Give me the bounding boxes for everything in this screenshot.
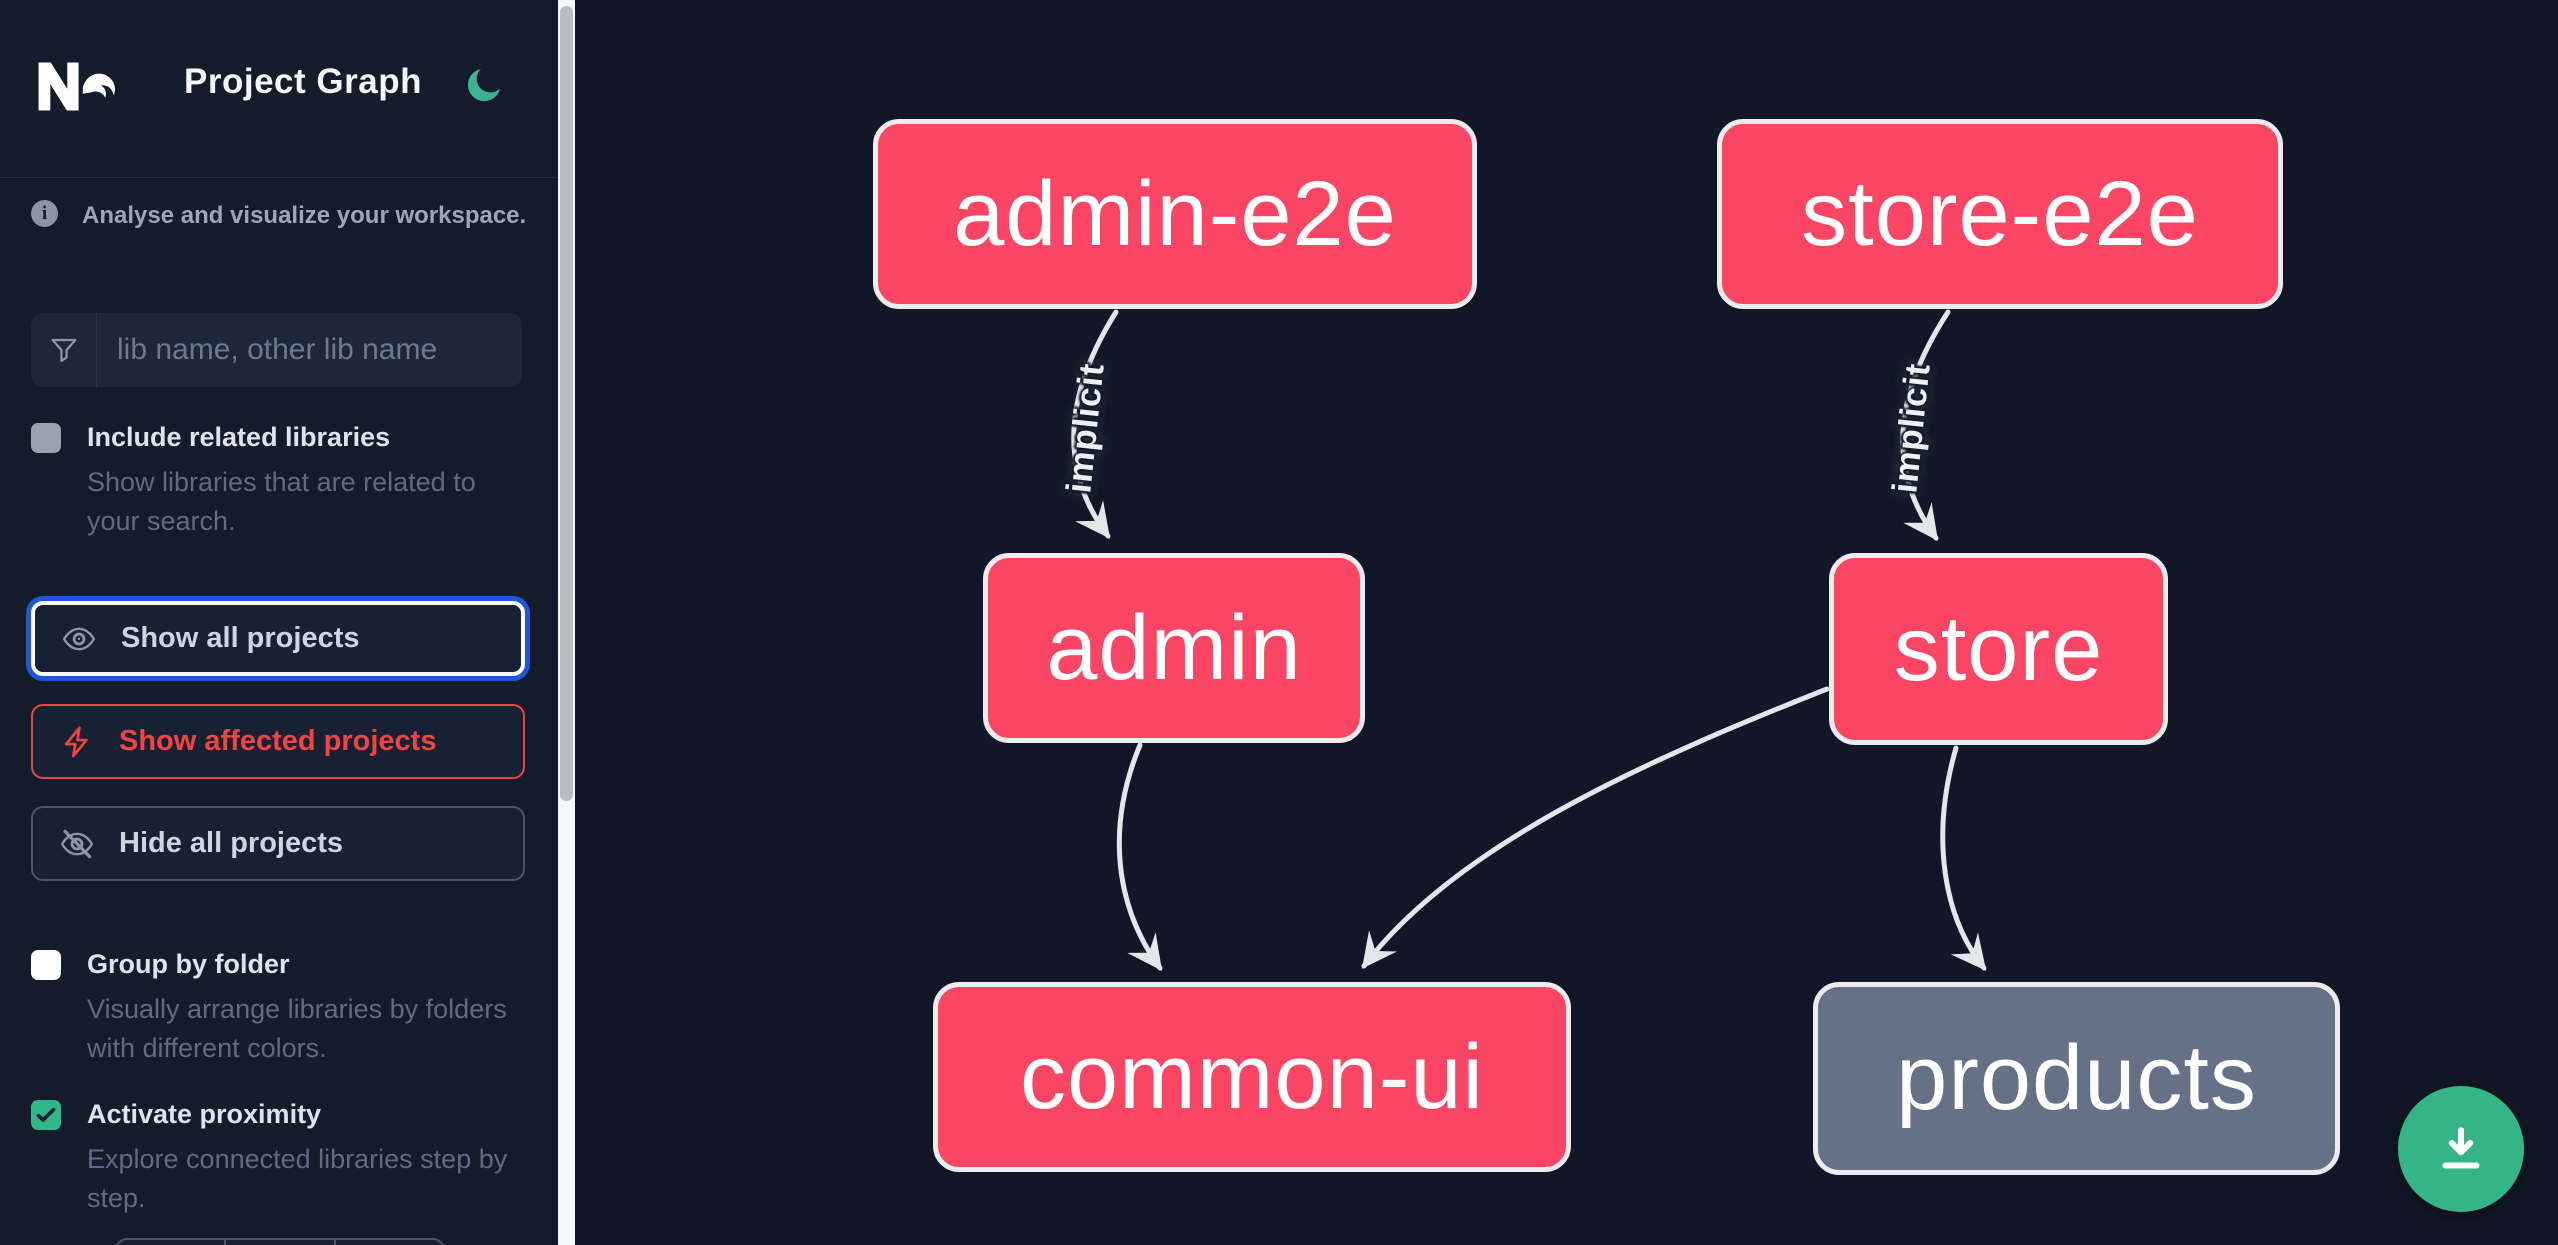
node-label: admin-e2e xyxy=(953,162,1397,265)
show-affected-projects-button[interactable]: Show affected projects xyxy=(31,704,525,779)
node-label: products xyxy=(1896,1027,2257,1129)
check-icon xyxy=(36,1107,56,1122)
sidebar-scrollbar-track[interactable] xyxy=(558,0,575,1245)
edge-store-to-common-ui xyxy=(1361,686,1830,969)
search-input[interactable] xyxy=(97,313,523,387)
checkbox-include-related[interactable] xyxy=(31,423,61,453)
info-icon: i xyxy=(31,200,58,227)
node-label: common-ui xyxy=(1019,1025,1484,1128)
edge-admin-to-common-ui xyxy=(1116,742,1163,971)
graph-node-admin[interactable]: admin xyxy=(983,553,1365,743)
node-label: store xyxy=(1893,597,2104,700)
edge-admin-e2e-to-admin xyxy=(1071,309,1119,539)
button-label: Show affected projects xyxy=(119,725,437,757)
edge-store-to-products xyxy=(1940,745,1987,971)
option-activate-proximity: Activate proximity Explore connected lib… xyxy=(31,1098,531,1218)
graph-node-admin-e2e[interactable]: admin-e2e xyxy=(873,119,1477,309)
stepper-decrement[interactable] xyxy=(117,1240,227,1245)
graph-canvas[interactable]: admin-e2e store-e2e admin store common-u… xyxy=(575,0,2558,1245)
option-description: Explore connected libraries step by step… xyxy=(87,1143,508,1213)
graph-node-store[interactable]: store xyxy=(1829,553,2168,745)
download-icon xyxy=(2442,1127,2480,1169)
graph-node-store-e2e[interactable]: store-e2e xyxy=(1717,119,2283,309)
eye-off-icon xyxy=(59,826,95,862)
stepper-value xyxy=(226,1240,336,1245)
sidebar: Project Graph i Analyse and visualize yo… xyxy=(0,0,558,1245)
funnel-icon xyxy=(31,313,97,387)
sidebar-header: Project Graph xyxy=(0,0,558,178)
page-title: Project Graph xyxy=(184,62,422,101)
workspace-tagline: Analyse and visualize your workspace. xyxy=(82,202,527,229)
button-label: Hide all projects xyxy=(119,827,344,859)
option-label: Group by folder xyxy=(87,949,290,979)
nx-logo xyxy=(31,54,129,118)
node-label: store-e2e xyxy=(1801,162,2199,265)
hide-all-projects-button[interactable]: Hide all projects xyxy=(31,806,525,881)
download-graph-button[interactable] xyxy=(2398,1086,2524,1212)
eye-icon xyxy=(61,621,97,657)
graph-node-common-ui[interactable]: common-ui xyxy=(933,982,1571,1172)
option-group-by-folder: Group by folder Visually arrange librari… xyxy=(31,948,531,1068)
option-label: Activate proximity xyxy=(87,1099,322,1129)
edge-store-e2e-to-store xyxy=(1900,309,1951,541)
sidebar-scrollbar-thumb[interactable] xyxy=(560,6,573,801)
option-description: Visually arrange libraries by folders wi… xyxy=(87,993,507,1063)
moon-icon xyxy=(467,68,501,101)
option-description: Show libraries that are related to your … xyxy=(87,466,476,536)
bolt-icon xyxy=(59,724,95,760)
option-label: Include related libraries xyxy=(87,422,391,452)
graph-node-products[interactable]: products xyxy=(1813,982,2340,1175)
workspace-tagline-row: i Analyse and visualize your workspace. xyxy=(31,200,531,230)
search-box xyxy=(31,313,523,387)
show-all-projects-button[interactable]: Show all projects xyxy=(31,601,525,676)
theme-toggle-button[interactable] xyxy=(462,62,508,108)
button-label: Show all projects xyxy=(121,622,360,654)
checkbox-group-by-folder[interactable] xyxy=(31,950,61,980)
option-include-related: Include related libraries Show libraries… xyxy=(31,421,531,541)
checkbox-activate-proximity[interactable] xyxy=(31,1100,61,1130)
node-label: admin xyxy=(1046,596,1302,699)
